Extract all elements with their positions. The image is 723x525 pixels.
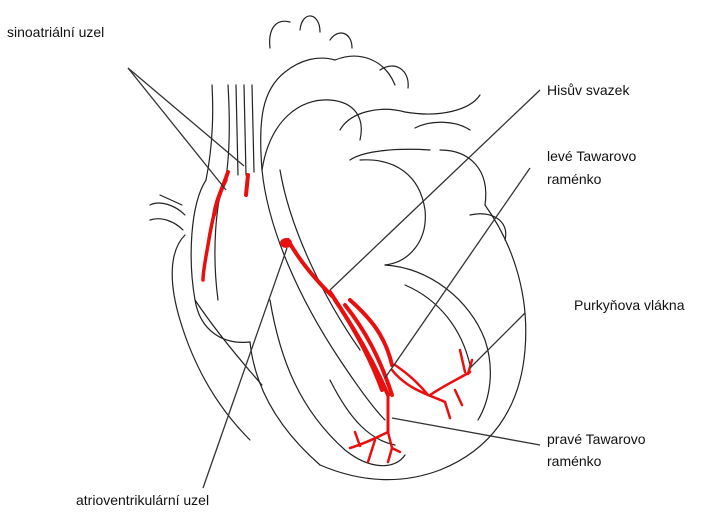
- conduction-system: [203, 172, 472, 462]
- leader-his: [330, 90, 540, 290]
- label-right-branch-line2: raménko: [547, 452, 601, 471]
- leader-purkinje: [470, 313, 525, 368]
- leader-right-branch: [392, 418, 540, 445]
- label-purkinje: Purkyňova vlákna: [574, 296, 685, 315]
- label-av-node: atrioventrikulární uzel: [76, 491, 209, 510]
- leader-lines: [128, 68, 540, 488]
- label-sa-node: sinoatriální uzel: [7, 23, 104, 42]
- leader-av-node: [203, 248, 287, 488]
- label-left-branch-line2: raménko: [547, 170, 601, 189]
- label-bundle-his: Hisův svazek: [547, 81, 629, 100]
- label-right-branch-line1: pravé Tawarovo: [547, 430, 646, 449]
- label-left-branch-line1: levé Tawarovo: [547, 147, 636, 166]
- leader-sa-a: [128, 68, 226, 190]
- leader-sa-b: [128, 68, 244, 166]
- leader-left-branch: [385, 168, 530, 378]
- av-node-mark: [280, 238, 292, 248]
